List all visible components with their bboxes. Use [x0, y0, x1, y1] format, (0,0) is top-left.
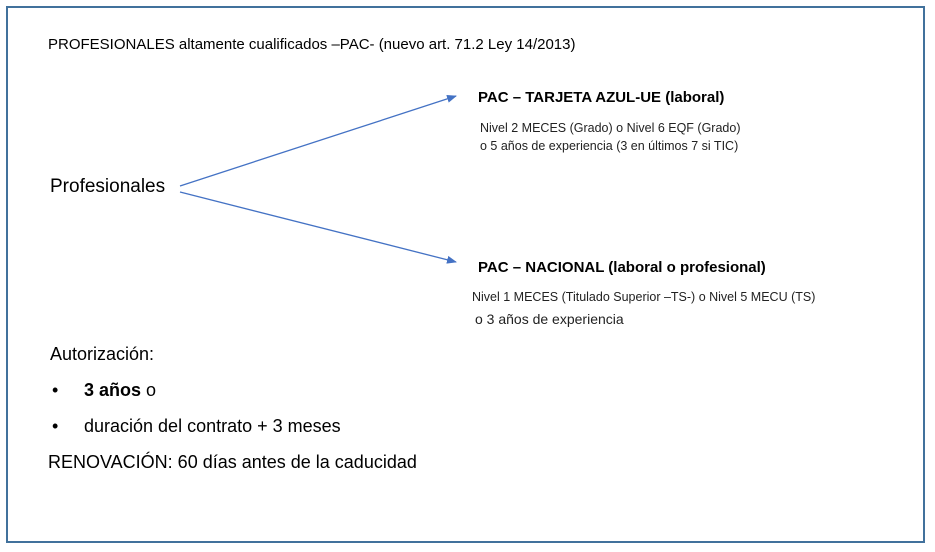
root-node-label: Profesionales: [50, 176, 166, 197]
bullet-text: o: [141, 380, 157, 400]
bullet-text: duración del contrato + 3 meses: [84, 416, 341, 436]
bullet-marker: •: [52, 416, 59, 436]
branch-tarjeta-azul-experience: o 5 años de experiencia (3 en últimos 7 …: [480, 139, 739, 153]
bullet-marker: •: [52, 380, 59, 400]
branch-tarjeta-azul-title: PAC – TARJETA AZUL-UE (laboral): [478, 89, 725, 106]
bullet-item-duration: • 3 años o: [52, 380, 156, 401]
diagram-frame: [6, 6, 925, 543]
arrow-to-tarjeta-azul: [179, 94, 457, 187]
bullet-bold-text: 3 años: [84, 380, 142, 400]
branch-tarjeta-azul-requirement: Nivel 2 MECES (Grado) o Nivel 6 EQF (Gra…: [480, 121, 741, 135]
authorization-label: Autorización:: [50, 344, 155, 364]
branch-nacional-title: PAC – NACIONAL (laboral o profesional): [478, 259, 766, 276]
branch-nacional-requirement: Nivel 1 MECES (Titulado Superior –TS-) o…: [472, 290, 816, 304]
diagram-title: PROFESIONALES altamente cualificados –PA…: [48, 36, 576, 53]
bullet-item-contract: • duración del contrato + 3 meses: [52, 416, 341, 437]
renewal-text: RENOVACIÓN: 60 días antes de la caducida…: [48, 452, 417, 472]
arrow-to-nacional: [179, 191, 457, 264]
branch-nacional-experience: o 3 años de experiencia: [475, 311, 624, 327]
